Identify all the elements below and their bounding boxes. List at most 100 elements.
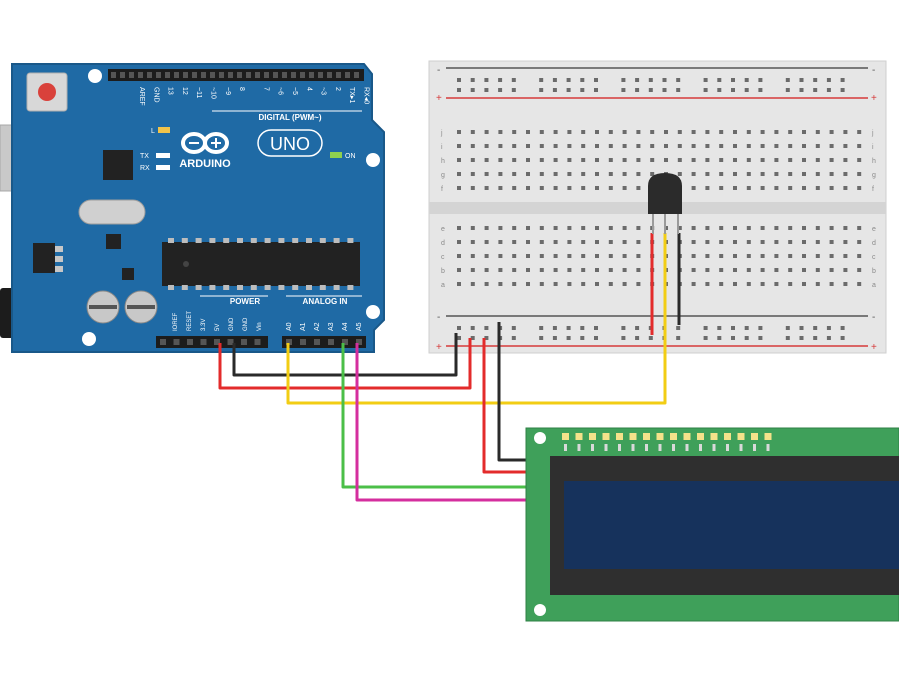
- terminal-hole: [733, 226, 737, 230]
- lcd-pin: [724, 433, 731, 440]
- header-pin-hole: [200, 339, 207, 345]
- terminal-hole: [677, 144, 682, 148]
- header-pin-hole: [300, 339, 306, 345]
- analog-pin-label: A4: [342, 322, 349, 331]
- row-label: f: [872, 186, 874, 193]
- terminal-hole: [746, 268, 751, 272]
- terminal-hole: [581, 158, 586, 162]
- terminal-hole: [622, 186, 627, 190]
- terminal-hole: [774, 158, 779, 162]
- terminal-hole: [553, 254, 558, 258]
- microcontroller-chip: [162, 242, 360, 286]
- terminal-hole: [526, 226, 530, 230]
- terminal-hole: [567, 172, 572, 176]
- terminal-hole: [512, 254, 517, 258]
- terminal-hole: [843, 158, 848, 162]
- terminal-hole: [470, 144, 475, 148]
- lcd-pin: [575, 433, 583, 440]
- terminal-hole: [539, 186, 544, 190]
- lcd-pin-mark: [699, 444, 702, 451]
- terminal-hole: [650, 130, 655, 134]
- terminal-hole: [774, 268, 779, 272]
- temperature-sensor: [648, 173, 682, 234]
- terminal-hole: [760, 226, 765, 230]
- terminal-hole: [526, 282, 530, 286]
- terminal-hole: [760, 172, 765, 176]
- rail-hole: [758, 78, 763, 82]
- terminal-hole: [843, 144, 848, 148]
- terminal-hole: [719, 254, 724, 258]
- rail-hole: [484, 336, 489, 340]
- chip-pin: [292, 285, 299, 290]
- terminal-hole: [622, 268, 627, 272]
- lcd-pin-mark: [672, 444, 675, 451]
- terminal-hole: [802, 226, 806, 230]
- terminal-hole: [595, 240, 599, 244]
- lcd-pin-mark: [564, 444, 567, 451]
- wire-red: [482, 338, 528, 474]
- digital-pin-label: ~10: [210, 87, 217, 99]
- uno-badge: [257, 129, 323, 157]
- terminal-hole: [857, 172, 862, 176]
- terminal-hole: [484, 226, 489, 230]
- rail-hole: [566, 78, 571, 82]
- terminal-hole: [746, 186, 751, 190]
- digital-pin-label: 7: [262, 87, 269, 91]
- chip-pin: [181, 285, 188, 290]
- rail-hole: [744, 336, 749, 340]
- analog-pin-label: A1: [300, 322, 307, 331]
- terminal-hole: [746, 254, 751, 258]
- power-pin-label: 5V: [215, 324, 221, 331]
- terminal-hole: [526, 172, 530, 176]
- rail-hole: [703, 326, 708, 330]
- chip-pin: [209, 238, 216, 243]
- rail-hole: [703, 78, 708, 82]
- rail-hole: [676, 78, 681, 82]
- rail-hole: [676, 88, 681, 92]
- rail-hole: [539, 326, 544, 330]
- terminal-hole: [636, 226, 641, 230]
- capacitor-band: [127, 305, 155, 309]
- chip-pin: [181, 238, 188, 243]
- rail-hole: [662, 88, 667, 92]
- rail-hole: [594, 336, 598, 340]
- terminal-hole: [719, 172, 724, 176]
- rail-hole: [552, 336, 557, 340]
- header-pin-hole: [328, 339, 334, 345]
- header-pin-hole: [214, 339, 220, 345]
- crystal-oscillator: [78, 199, 146, 225]
- terminal-hole: [843, 172, 848, 176]
- header-pin-hole: [120, 72, 125, 78]
- terminal-hole: [691, 144, 696, 148]
- terminal-hole: [595, 268, 599, 272]
- small-chip: [106, 234, 121, 249]
- rail-hole: [470, 336, 475, 340]
- terminal-hole: [691, 254, 696, 258]
- lcd-pin-mark: [685, 444, 689, 451]
- row-label: c: [441, 254, 445, 261]
- led-tx-label: TX: [140, 153, 149, 160]
- terminal-hole: [760, 130, 765, 134]
- chip-pin: [333, 285, 340, 290]
- terminal-hole: [733, 268, 737, 272]
- terminal-hole: [512, 282, 517, 286]
- rail-hole: [457, 336, 461, 340]
- terminal-hole: [774, 226, 779, 230]
- lcd-pin: [710, 433, 718, 440]
- rail-hole: [594, 88, 598, 92]
- terminal-hole: [733, 186, 737, 190]
- rail-minus-label: -: [437, 65, 440, 76]
- rail-hole: [470, 88, 475, 92]
- rail-hole: [731, 78, 735, 82]
- terminal-hole: [526, 186, 530, 190]
- row-label: b: [872, 268, 876, 275]
- terminal-hole: [677, 158, 682, 162]
- terminal-hole: [581, 144, 586, 148]
- terminal-hole: [498, 240, 503, 244]
- terminal-hole: [512, 144, 517, 148]
- rail-hole: [785, 78, 790, 82]
- header-pin-hole: [336, 72, 341, 78]
